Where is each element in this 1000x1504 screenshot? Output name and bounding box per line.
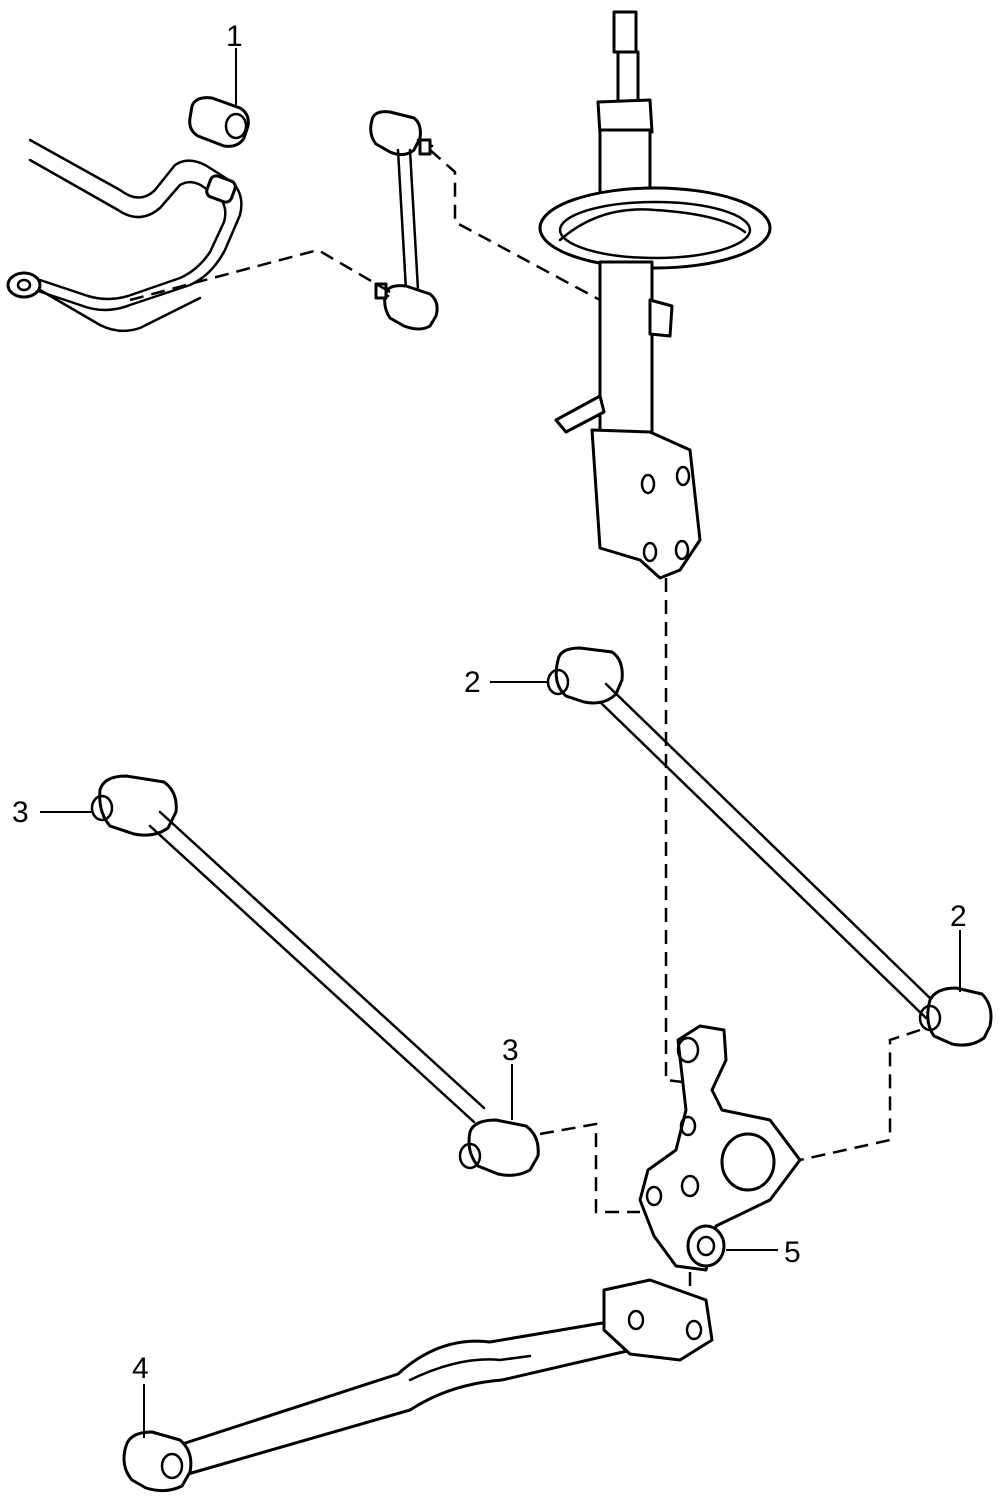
dashed-guide-line (539, 1122, 640, 1214)
rear-knuckle (638, 1024, 802, 1272)
callout-5: 5 (784, 1236, 801, 1269)
callout-3-lower-outer: 3 (502, 1034, 519, 1067)
dashed-guide-line (429, 149, 601, 302)
dashed-guide-line (129, 248, 391, 302)
strut-assembly (538, 10, 772, 580)
callout-2-upper-inner: 2 (464, 666, 481, 699)
callout-3-lower-inner: 3 (12, 796, 29, 829)
stabilizer-link (369, 110, 439, 331)
lower-control-arm (40, 774, 540, 1177)
trailing-arm (122, 1278, 714, 1493)
stabilizer-bar (6, 138, 243, 333)
upper-control-arm (490, 646, 993, 1047)
stabilizer-bushing (188, 48, 250, 148)
callout-2-upper-outer: 2 (950, 900, 967, 933)
callout-4: 4 (132, 1352, 149, 1385)
callout-1: 1 (226, 20, 243, 53)
dashed-guide-line (799, 1028, 921, 1162)
dashed-guide-line (664, 578, 701, 1086)
